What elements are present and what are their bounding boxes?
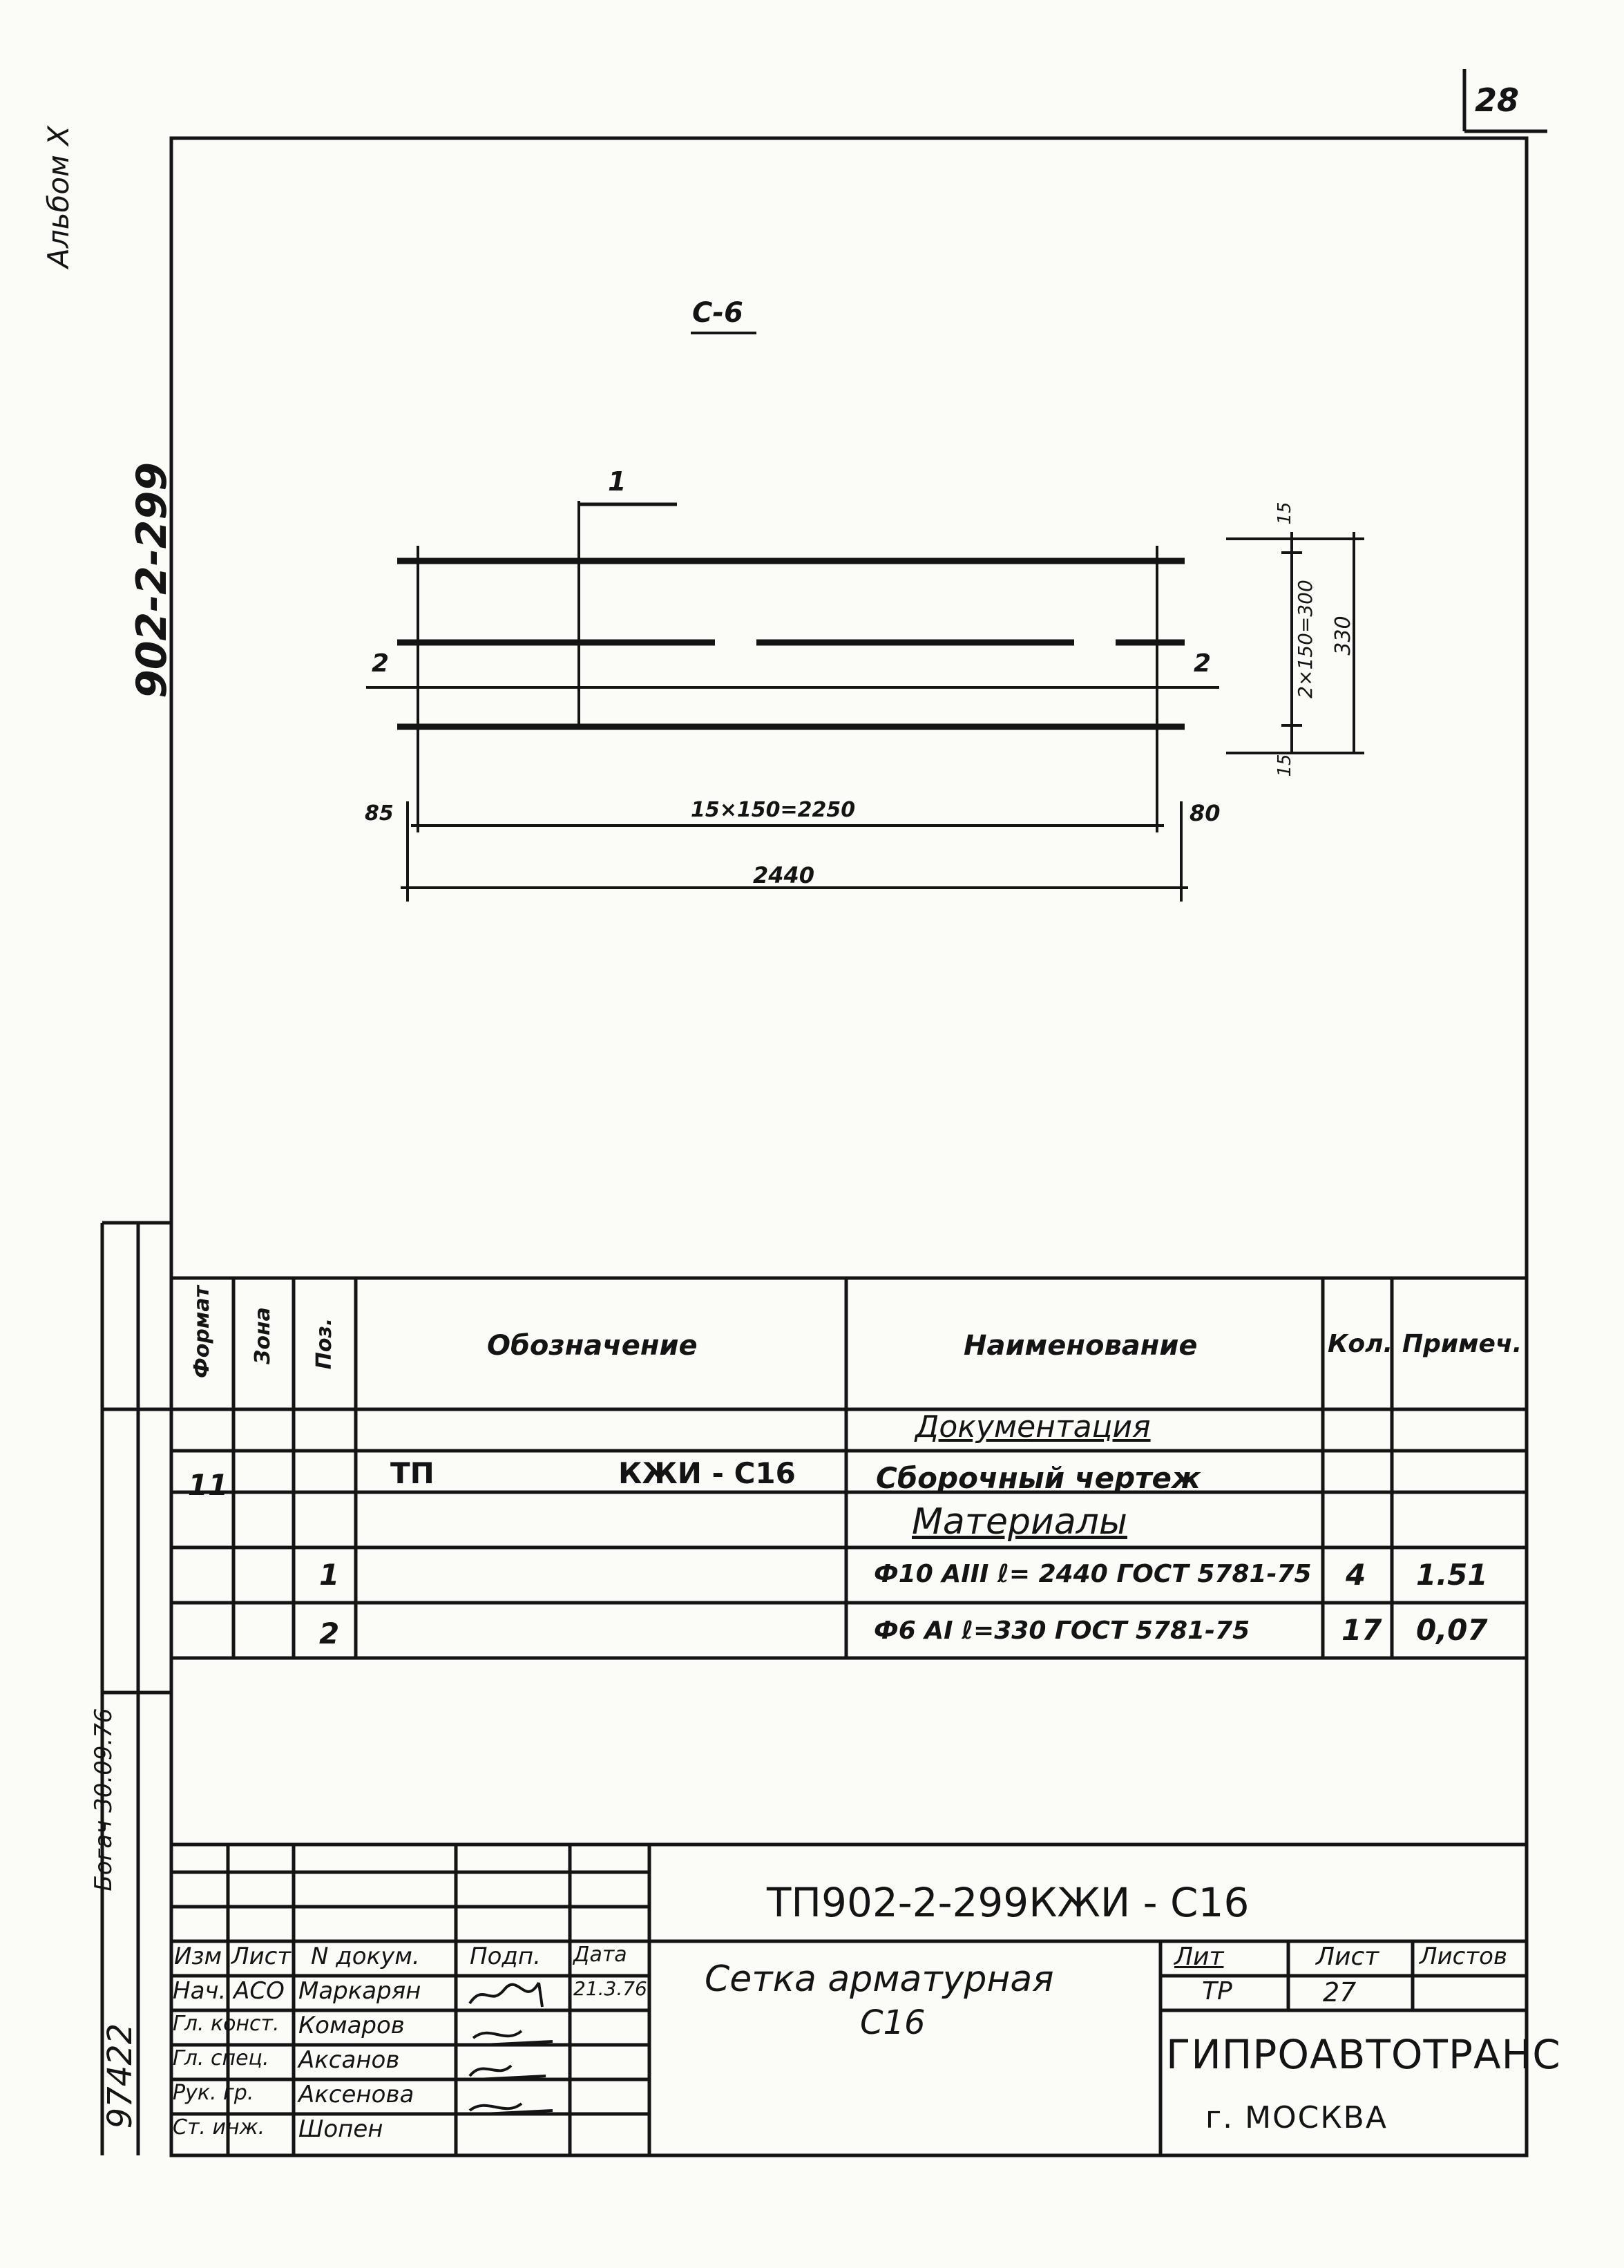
lit-value: ТР bbox=[1202, 1977, 1232, 2005]
row2-name: Ф6 АI ℓ=330 ГОСТ 5781-75 bbox=[874, 1617, 1250, 1645]
position-2-left-label: 2 bbox=[372, 649, 390, 678]
row2-qty: 17 bbox=[1341, 1613, 1382, 1647]
header-pos: Поз. bbox=[312, 1317, 336, 1370]
dim-total: 2440 bbox=[753, 862, 815, 888]
approval-date: 21.3.76 bbox=[573, 1977, 647, 2000]
role-3: Гл. спец. bbox=[173, 2046, 269, 2070]
row-doc-designation-right: КЖИ - С16 bbox=[618, 1456, 796, 1490]
section-documentation: Документация bbox=[915, 1409, 1151, 1445]
header-zone: Зона bbox=[251, 1307, 275, 1364]
document-code: ТП902-2-299КЖИ - С16 bbox=[767, 1879, 1250, 1926]
document-name-line1: Сетка арматурная bbox=[705, 1959, 1054, 2000]
dim-top-small: 15 bbox=[1274, 502, 1295, 525]
dim-left-end: 85 bbox=[365, 801, 394, 826]
row-doc-format: 11 bbox=[188, 1468, 229, 1502]
row1-note: 1.51 bbox=[1416, 1558, 1488, 1592]
role-5: Ст. инж. bbox=[173, 2115, 265, 2140]
vertical-approval-stamp: Богач 30.09.76 bbox=[90, 1708, 117, 1891]
person-2: Комаров bbox=[298, 2012, 405, 2039]
header-qty: Кол. bbox=[1328, 1330, 1393, 1358]
role-2: Гл. конст. bbox=[173, 2012, 280, 2036]
dim-right-end: 80 bbox=[1190, 800, 1221, 826]
lit-label: Лит bbox=[1174, 1943, 1224, 1971]
position-2-right-label: 2 bbox=[1194, 649, 1212, 678]
sheet-label: Лист bbox=[1316, 1943, 1379, 1971]
section-materials: Материалы bbox=[912, 1501, 1127, 1543]
signature-marks bbox=[468, 1981, 553, 2115]
header-format: Формат bbox=[190, 1286, 214, 1378]
row1-pos: 1 bbox=[319, 1558, 340, 1592]
sheets-label: Листов bbox=[1420, 1943, 1508, 1970]
person-1: Маркарян bbox=[298, 1977, 421, 2005]
role-1: Нач. АСО bbox=[173, 1977, 285, 2005]
dim-span: 15×150=2250 bbox=[691, 798, 856, 822]
organization-city: г. МОСКВА bbox=[1205, 2100, 1388, 2135]
header-note: Примеч. bbox=[1402, 1330, 1522, 1358]
page-number: 28 bbox=[1475, 82, 1520, 119]
role-4: Рук. гр. bbox=[173, 2081, 254, 2105]
row1-qty: 4 bbox=[1346, 1558, 1366, 1592]
person-4: Аксенова bbox=[298, 2081, 414, 2108]
col-izm: Изм bbox=[174, 1943, 222, 1970]
row2-note: 0,07 bbox=[1416, 1613, 1488, 1647]
row1-name: Ф10 АIII ℓ= 2440 ГОСТ 5781-75 bbox=[874, 1560, 1312, 1588]
col-podp: Подп. bbox=[470, 1943, 541, 1970]
header-name: Наименование bbox=[964, 1330, 1198, 1362]
vertical-project-code: 902-2-299 bbox=[128, 461, 176, 699]
vertical-album-label: Альбом X bbox=[41, 126, 75, 268]
row2-pos: 2 bbox=[319, 1617, 340, 1650]
row-doc-designation-left: ТП bbox=[390, 1456, 434, 1490]
dim-middle: 2×150=300 bbox=[1294, 580, 1317, 698]
dim-bottom-small: 15 bbox=[1274, 754, 1295, 777]
col-data: Дата bbox=[573, 1943, 627, 1967]
col-ndok: N докум. bbox=[311, 1943, 420, 1970]
sheet-value: 27 bbox=[1323, 1977, 1357, 2008]
col-list: Лист bbox=[231, 1943, 292, 1970]
header-designation: Обозначение bbox=[487, 1330, 698, 1362]
person-3: Аксанов bbox=[298, 2046, 400, 2074]
vertical-inventory-number: 97422 bbox=[101, 2023, 140, 2129]
document-name-line2: С16 bbox=[860, 2003, 926, 2042]
drawing-title: С-6 bbox=[692, 297, 743, 329]
organization-name: ГИПРОАВТОТРАНС bbox=[1166, 2031, 1561, 2078]
row-doc-name: Сборочный чертеж bbox=[876, 1461, 1201, 1495]
person-5: Шопен bbox=[298, 2115, 383, 2143]
position-1-label: 1 bbox=[608, 466, 627, 497]
dim-height: 330 bbox=[1331, 616, 1355, 656]
